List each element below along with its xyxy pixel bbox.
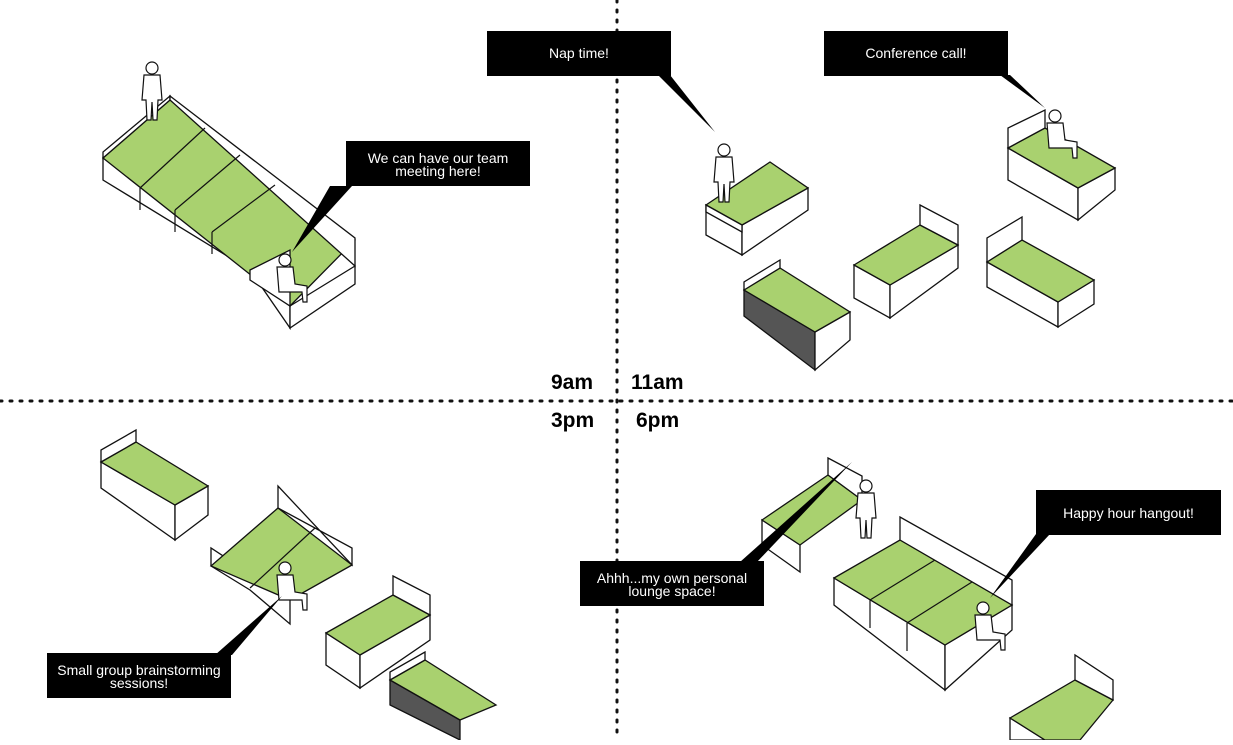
sofa-3pm-c xyxy=(324,574,432,690)
time-label-6pm: 6pm xyxy=(636,409,680,432)
bubble-text-brainstorm: Small group brainstorming sessions! xyxy=(57,662,221,691)
bubble-team-meeting xyxy=(292,141,530,252)
time-label-3pm: 3pm xyxy=(551,409,595,432)
bubble-conference xyxy=(824,31,1045,108)
bubble-brainstorm xyxy=(47,596,282,698)
sofa-6pm-b xyxy=(832,515,1014,692)
bubble-text-team-meeting: We can have our team meeting here! xyxy=(367,150,509,179)
sofa-11am-a xyxy=(704,161,810,257)
sofa-11am-d xyxy=(985,215,1096,329)
sofa-11am-c xyxy=(852,203,960,320)
bubble-nap xyxy=(487,31,715,132)
bubble-text-nap: Nap time! xyxy=(549,45,609,61)
sofa-6pm-c xyxy=(1008,653,1115,741)
sofa-11am-e xyxy=(742,258,852,372)
bubble-text-conference: Conference call! xyxy=(865,45,967,61)
sofa-11am-b xyxy=(1006,108,1117,222)
sofa-3pm-a xyxy=(99,428,210,542)
sofa-6pm-a xyxy=(760,456,864,574)
sofa-3pm-b xyxy=(209,484,354,626)
bubble-happy-hour xyxy=(990,490,1221,598)
time-label-9am: 9am xyxy=(551,371,594,394)
time-label-11am: 11am xyxy=(631,371,684,394)
sofa-3pm-d xyxy=(388,650,498,742)
bubble-text-happy-hour: Happy hour hangout! xyxy=(1063,505,1194,521)
bubble-lounge xyxy=(580,462,852,606)
bubble-text-lounge: Ahhh...my own personal lounge space! xyxy=(596,570,748,599)
